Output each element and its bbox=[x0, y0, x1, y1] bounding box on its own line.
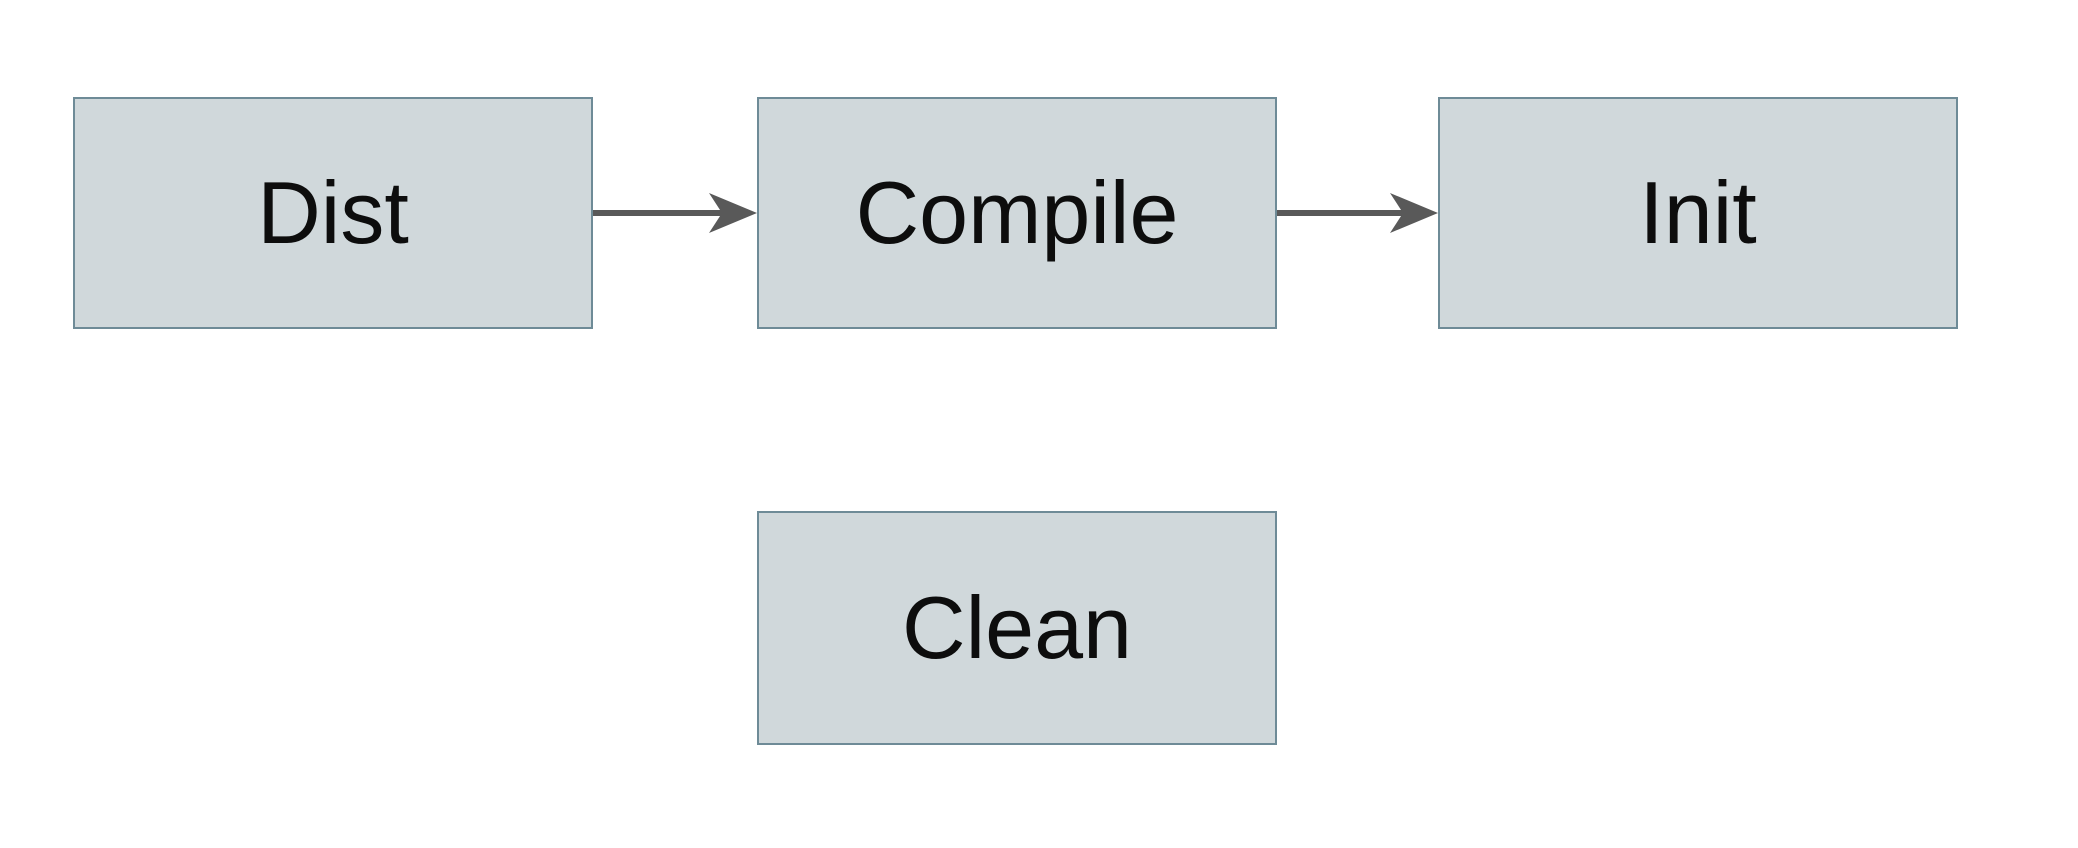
node-init[interactable]: Init bbox=[1438, 97, 1958, 329]
arrowhead-icon bbox=[709, 193, 757, 233]
node-compile-label: Compile bbox=[855, 163, 1179, 262]
node-clean[interactable]: Clean bbox=[757, 511, 1277, 745]
node-compile[interactable]: Compile bbox=[757, 97, 1277, 329]
arrowhead-icon bbox=[1390, 193, 1438, 233]
node-dist[interactable]: Dist bbox=[73, 97, 593, 329]
node-dist-label: Dist bbox=[257, 163, 409, 262]
arrow-dist-to-compile bbox=[593, 193, 757, 233]
arrow-compile-to-init bbox=[1277, 193, 1438, 233]
node-init-label: Init bbox=[1639, 163, 1757, 262]
node-clean-label: Clean bbox=[902, 578, 1132, 677]
